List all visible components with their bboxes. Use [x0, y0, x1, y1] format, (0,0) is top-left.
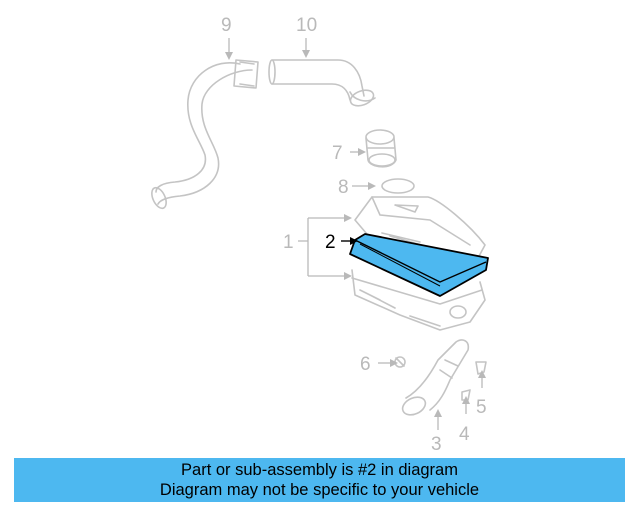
- part-6-clip[interactable]: [394, 356, 406, 368]
- callout-7: 7: [332, 143, 343, 164]
- part-5-clip[interactable]: [475, 361, 487, 375]
- callout-1: 1: [283, 232, 294, 253]
- callout-8: 8: [338, 177, 349, 198]
- banner-line-part: Part or sub-assembly is #2 in diagram: [181, 461, 458, 479]
- callout-3: 3: [431, 434, 442, 455]
- part-3-duct[interactable]: [400, 339, 470, 418]
- callout-6: 6: [360, 354, 371, 375]
- callout-9: 9: [221, 15, 232, 36]
- info-banner: Part or sub-assembly is #2 in diagram Di…: [14, 458, 625, 502]
- part-9-intake-hose[interactable]: [149, 59, 259, 211]
- part-8-seal[interactable]: [381, 178, 415, 194]
- callout-5: 5: [476, 397, 487, 418]
- part-10-intake-tube[interactable]: [268, 59, 376, 109]
- callout-2[interactable]: 2: [325, 232, 336, 253]
- part-7-sensor[interactable]: [365, 129, 397, 168]
- parts-diagram: 9 10 7 8 1 2 6 3 4 5: [149, 15, 489, 455]
- callout-4: 4: [459, 424, 470, 445]
- part-1-housing-upper[interactable]: [354, 196, 486, 259]
- banner-line-disclaimer: Diagram may not be specific to your vehi…: [159, 481, 480, 499]
- part-2-air-filter[interactable]: [349, 233, 489, 297]
- leader-lines: [225, 38, 486, 430]
- callout-10: 10: [296, 15, 317, 36]
- part-1-housing-lower[interactable]: [351, 269, 486, 331]
